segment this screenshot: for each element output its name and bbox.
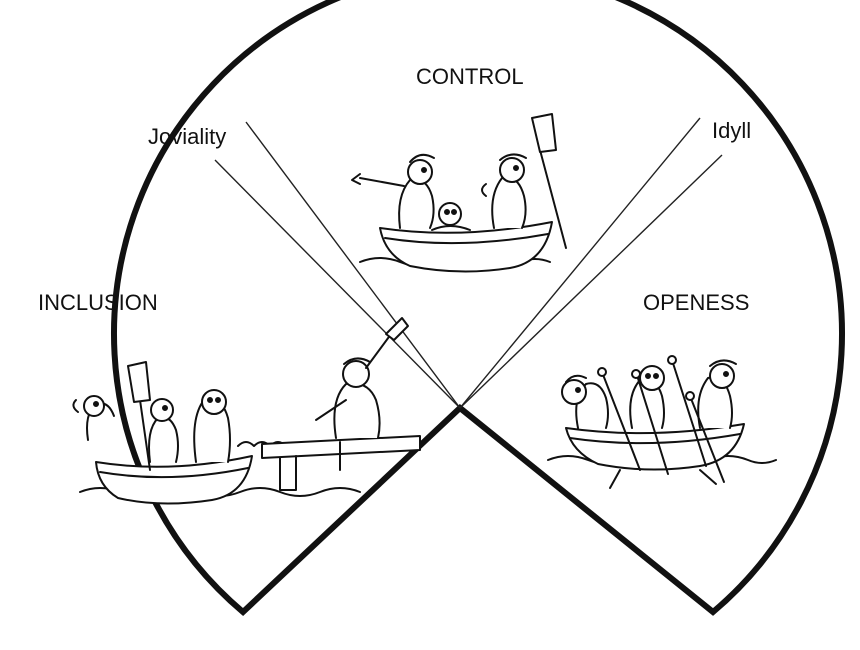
label-control: CONTROL xyxy=(416,64,524,89)
divider-joviality-b xyxy=(214,159,461,409)
label-joviality: Joviality xyxy=(148,124,227,149)
label-idyll: Idyll xyxy=(712,118,752,143)
label-openess: OPENESS xyxy=(643,290,750,315)
label-inclusion: INCLUSION xyxy=(38,290,158,315)
inclusion-boat-cartoon xyxy=(72,317,421,505)
openess-boat-cartoon xyxy=(547,355,777,489)
divider-idyll-b xyxy=(459,154,723,409)
divider-joviality-a xyxy=(245,121,461,409)
divider-idyll-a xyxy=(459,117,701,409)
fan-outline xyxy=(111,0,845,617)
control-boat-cartoon xyxy=(351,113,567,273)
